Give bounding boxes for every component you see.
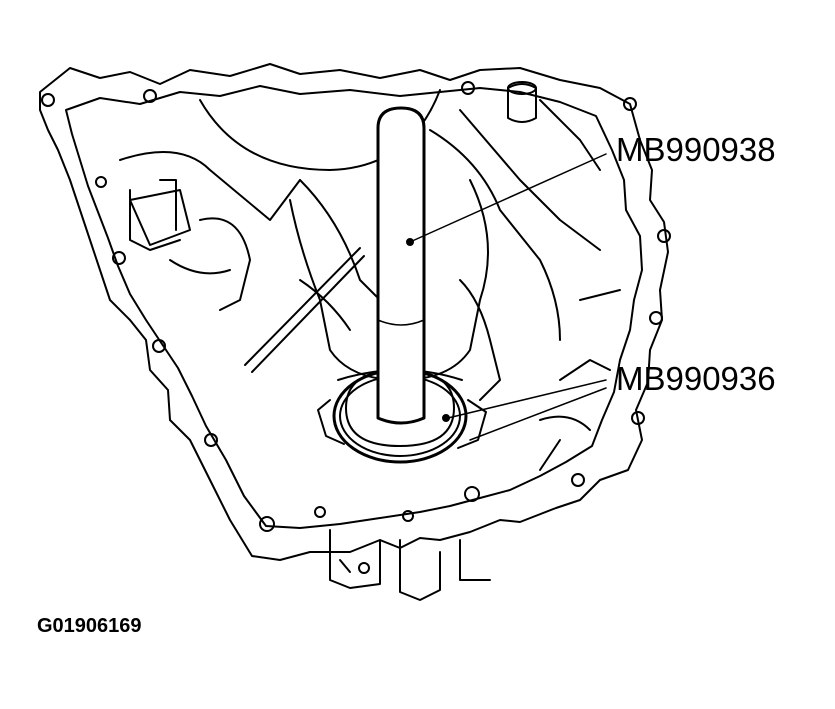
installer-mb990936 — [345, 369, 455, 447]
handle-mb990938 — [376, 106, 426, 425]
case-inner-flange — [65, 85, 643, 529]
case-flange-outline — [39, 63, 669, 561]
case-stud — [507, 83, 537, 123]
case-left-bracket — [129, 189, 191, 246]
case-rib-line — [244, 247, 365, 373]
callout-label-installer: MB990936 — [616, 360, 776, 397]
leader-lines — [409, 153, 607, 441]
callout-label-handle: MB990938 — [616, 131, 776, 168]
flange-bolt-holes — [41, 81, 671, 532]
leader-dot-mb990938 — [406, 238, 414, 246]
figure-id: G01906169 — [37, 615, 142, 637]
leader-dot-mb990936 — [442, 414, 450, 422]
lower-bracket — [329, 529, 381, 589]
